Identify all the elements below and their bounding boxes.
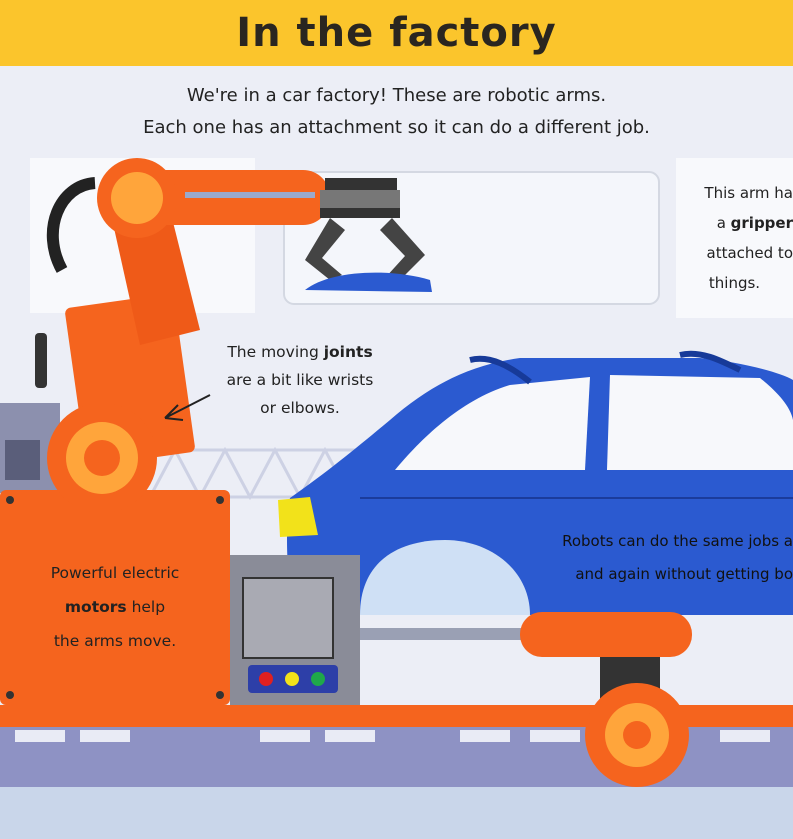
robot-base xyxy=(0,490,230,705)
wheel-arch xyxy=(360,540,530,615)
right-flap[interactable] xyxy=(676,158,793,318)
gripper-caption-line-1: This arm ha xyxy=(704,184,793,202)
gripper-caption-prefix: a xyxy=(716,214,731,232)
car-window-front xyxy=(395,377,590,470)
page-title: In the factory xyxy=(236,10,557,56)
page-header: In the factory xyxy=(0,0,793,66)
motors-caption-line-3: the arms move. xyxy=(53,632,177,650)
intro-text: We're in a car factory! These are roboti… xyxy=(0,80,793,144)
yellow-light xyxy=(285,672,299,686)
green-light xyxy=(311,672,325,686)
car-lifter-robot xyxy=(520,612,692,787)
joints-caption-line-2: are a bit like wrists xyxy=(226,371,374,389)
motors-caption-suffix: help xyxy=(126,598,166,616)
motors-caption-line-1: Powerful electric xyxy=(50,564,180,582)
joints-caption-line-3: or elbows. xyxy=(260,399,340,417)
control-box xyxy=(230,555,360,705)
gripper-caption-line-4: things. xyxy=(708,274,761,292)
car-window-rear xyxy=(607,375,793,470)
blue-car xyxy=(278,350,793,640)
left-vent xyxy=(5,440,40,480)
gripper-caption: This arm ha a gripper attached to things… xyxy=(676,178,793,298)
gripper-caption-line-2: a gripper xyxy=(676,208,793,238)
robots-caption-line-1: Robots can do the same jobs a xyxy=(562,532,793,550)
motors-keyword: motors xyxy=(64,598,127,616)
intro-line-2: Each one has an attachment so it can do … xyxy=(143,117,650,138)
robots-caption: Robots can do the same jobs a and again … xyxy=(530,525,793,591)
joints-caption-line-1: The moving joints xyxy=(200,338,400,366)
joints-caption: The moving joints are a bit like wrists … xyxy=(200,338,400,422)
left-lever xyxy=(35,333,47,388)
car-headlight xyxy=(278,497,318,537)
motors-caption: Powerful electric motors help the arms m… xyxy=(20,556,210,658)
robotic-arm xyxy=(46,158,330,513)
pointer-arrow xyxy=(164,394,211,421)
gripper-attachment xyxy=(305,178,432,292)
red-light xyxy=(259,672,273,686)
gripper-caption-line-3: attached to xyxy=(706,244,793,262)
robots-caption-line-2: and again without getting bo xyxy=(575,565,793,583)
motors-caption-line-2: motors help xyxy=(20,590,210,624)
joints-caption-prefix: The moving xyxy=(227,343,324,361)
joints-keyword: joints xyxy=(323,343,373,361)
intro-line-1: We're in a car factory! These are roboti… xyxy=(186,85,607,106)
gripper-keyword: gripper xyxy=(730,214,793,232)
